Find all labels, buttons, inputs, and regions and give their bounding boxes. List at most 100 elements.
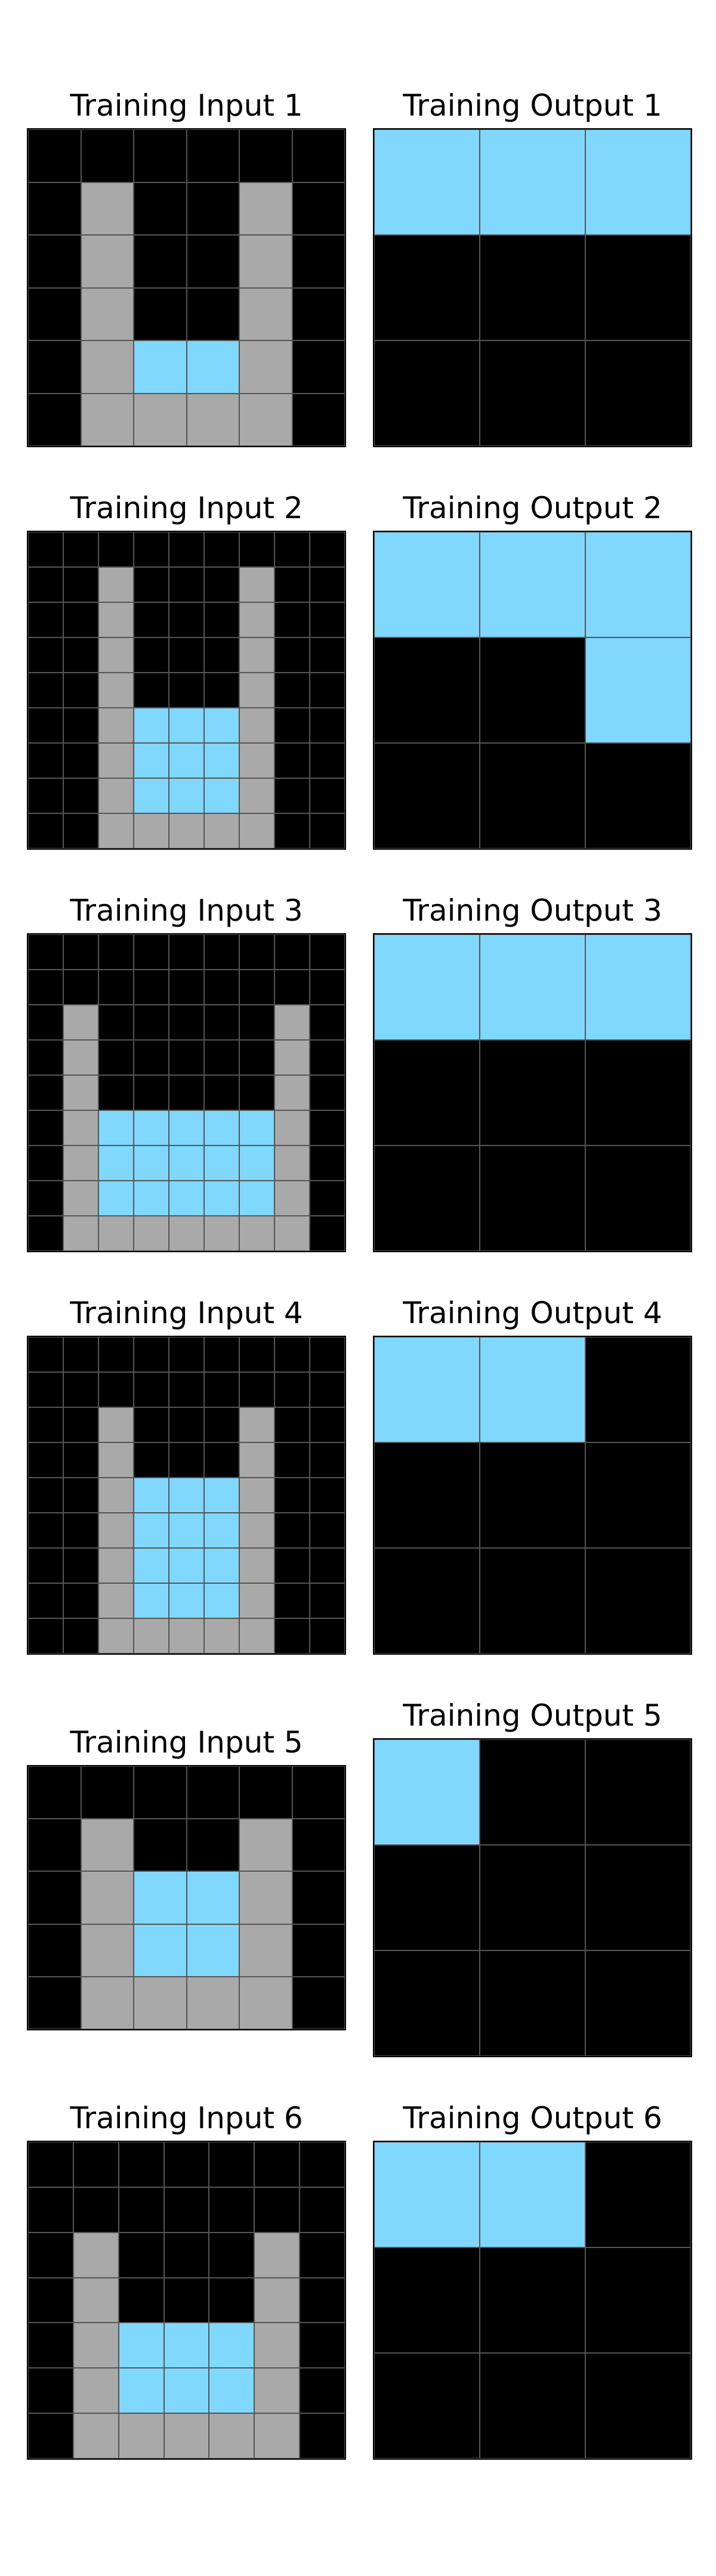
grid-cell — [310, 1005, 345, 1040]
grid-cell — [28, 235, 81, 288]
grid-cell — [274, 637, 310, 673]
grid-cell — [239, 1110, 274, 1145]
grid-cell — [98, 1145, 134, 1181]
grid-cell — [204, 1005, 239, 1040]
grid-cell — [300, 2413, 345, 2459]
grid-cell — [585, 1548, 691, 1654]
grid-cell — [28, 1618, 63, 1654]
grid-cell — [98, 673, 134, 708]
grid-cell — [239, 287, 292, 340]
grid-cell — [28, 393, 81, 446]
grid-cell — [239, 1819, 292, 1872]
grid-cell — [28, 934, 63, 970]
grid-cell — [239, 673, 274, 708]
grid-cell — [98, 1442, 134, 1478]
grid-cell — [28, 1005, 63, 1040]
grid-cell — [73, 2368, 119, 2414]
grid-cell — [134, 1819, 187, 1872]
training-input-grid — [27, 531, 346, 850]
grid-cell — [239, 340, 292, 394]
grid-cell — [585, 1040, 691, 1145]
grid-cell — [585, 1145, 691, 1251]
grid-cell — [204, 1583, 239, 1618]
grid-cell — [186, 182, 239, 235]
grid-cell — [163, 2187, 209, 2233]
grid-cell — [134, 1075, 169, 1110]
grid-cell — [254, 2187, 300, 2233]
training-input-grid — [27, 1765, 346, 2030]
grid-cell — [204, 602, 239, 637]
grid-cell — [186, 1819, 239, 1872]
grid-cell — [28, 2368, 73, 2414]
grid-cell — [134, 934, 169, 970]
grid-cell — [310, 567, 345, 602]
grid-cell — [374, 1548, 480, 1654]
grid-cell — [274, 1618, 310, 1654]
grid-cell — [239, 1216, 274, 1251]
grid-cell — [98, 1583, 134, 1618]
grid-cell — [239, 1005, 274, 1040]
grid-cell — [239, 1337, 274, 1372]
grid-cell — [63, 708, 98, 743]
grid-cell — [274, 1005, 310, 1040]
grid-cell — [274, 970, 310, 1005]
grid-cell — [186, 1924, 239, 1977]
grid-cell — [81, 235, 134, 288]
grid-cell — [169, 1478, 204, 1513]
grid-cell — [292, 1871, 345, 1924]
grid-cell — [480, 1845, 585, 1950]
grid-cell — [274, 934, 310, 970]
grid-cell — [239, 778, 274, 813]
grid-cell — [134, 1513, 169, 1548]
grid-cell — [134, 1407, 169, 1442]
training-output-title: Training Output 4 — [403, 1296, 662, 1330]
grid-cell — [585, 1739, 691, 1845]
grid-cell — [239, 1976, 292, 2029]
grid-cell — [169, 1145, 204, 1181]
grid-cell — [134, 340, 187, 394]
grid-cell — [204, 1040, 239, 1075]
grid-cell — [81, 1976, 134, 2029]
grid-cell — [310, 1181, 345, 1216]
grid-cell — [63, 637, 98, 673]
grid-cell — [274, 778, 310, 813]
grid-cell — [310, 1478, 345, 1513]
grid-cell — [63, 673, 98, 708]
grid-cell — [585, 1950, 691, 2056]
grid-cell — [204, 1216, 239, 1251]
grid-cell — [374, 129, 480, 235]
grid-cell — [186, 235, 239, 288]
grid-cell — [63, 1337, 98, 1372]
grid-cell — [585, 637, 691, 743]
grid-cell — [134, 532, 169, 567]
grid-cell — [169, 1181, 204, 1216]
grid-cell — [274, 1337, 310, 1372]
grid-cell — [63, 1216, 98, 1251]
grid-cell — [239, 1407, 274, 1442]
grid-cell — [292, 235, 345, 288]
grid-cell — [186, 1976, 239, 2029]
grid-cell — [169, 532, 204, 567]
grid-cell — [374, 2142, 480, 2247]
grid-cell — [209, 2232, 255, 2278]
grid-cell — [480, 1739, 585, 1845]
grid-cell — [254, 2142, 300, 2187]
grid-cell — [28, 1110, 63, 1145]
grid-cell — [163, 2142, 209, 2187]
grid-cell — [480, 1950, 585, 2056]
grid-cell — [274, 673, 310, 708]
grid-cell — [169, 602, 204, 637]
grid-cell — [63, 1583, 98, 1618]
grid-cell — [374, 2247, 480, 2353]
grid-cell — [134, 1924, 187, 1977]
grid-cell — [274, 1216, 310, 1251]
grid-cell — [239, 637, 274, 673]
grid-cell — [204, 673, 239, 708]
grid-cell — [118, 2187, 164, 2233]
grid-cell — [274, 1442, 310, 1478]
grid-cell — [134, 637, 169, 673]
grid-cell — [98, 778, 134, 813]
grid-cell — [98, 708, 134, 743]
grid-cell — [292, 1924, 345, 1977]
